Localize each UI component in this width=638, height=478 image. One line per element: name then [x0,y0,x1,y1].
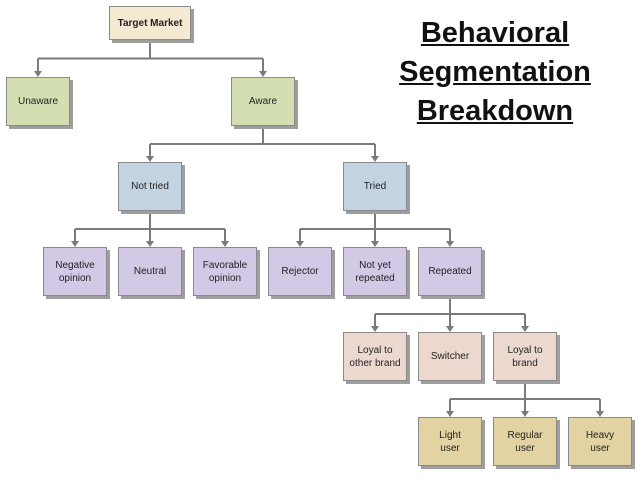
node-target-market: Target Market [109,6,191,40]
node-light-user: Light user [418,417,482,466]
connector-arrow-not_yet_repeated [371,241,379,247]
connector-arrow-light_user [446,411,454,417]
node-rejector: Rejector [268,247,332,296]
node-not-tried: Not tried [118,162,182,211]
node-repeated: Repeated [418,247,482,296]
diagram-title: Behavioral Segmentation Breakdown [376,14,614,131]
connector-arrow-loyal_to_other_brand [371,326,379,332]
connector-arrow-negative_opinion [71,241,79,247]
node-switcher: Switcher [418,332,482,381]
title-line-2: Segmentation [399,56,591,88]
title-line-3: Breakdown [416,95,574,127]
node-tried: Tried [343,162,407,211]
connector-arrow-switcher [446,326,454,332]
connector-arrow-repeated [446,241,454,247]
node-loyal-to-other-brand: Loyal to other brand [343,332,407,381]
node-negative-opinion: Negative opinion [43,247,107,296]
connector-arrow-neutral [146,241,154,247]
node-regular-user: Regular user [493,417,557,466]
node-aware: Aware [231,77,295,126]
connector-arrow-favorable_opinion [221,241,229,247]
node-neutral: Neutral [118,247,182,296]
connector-arrow-unaware [34,71,42,77]
connector-arrow-regular_user [521,411,529,417]
node-favorable-opinion: Favorable opinion [193,247,257,296]
title-line-1: Behavioral [420,17,570,49]
node-unaware: Unaware [6,77,70,126]
node-not-yet-repeated: Not yet repeated [343,247,407,296]
connector-arrow-loyal_to_brand [521,326,529,332]
connector-arrow-not_tried [146,156,154,162]
connector-arrow-heavy_user [596,411,604,417]
node-heavy-user: Heavy user [568,417,632,466]
node-loyal-to-brand: Loyal to brand [493,332,557,381]
connector-arrow-tried [371,156,379,162]
connector-arrow-rejector [296,241,304,247]
connector-arrow-aware [259,71,267,77]
